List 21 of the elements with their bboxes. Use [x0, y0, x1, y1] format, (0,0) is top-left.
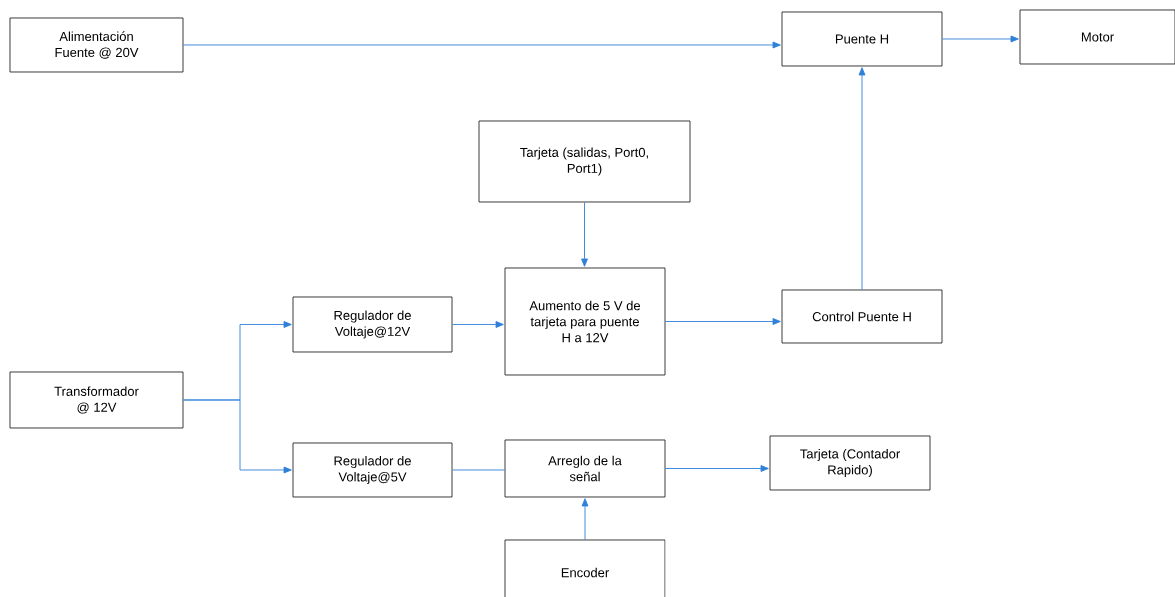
arrow [183, 399, 292, 474]
block-box: Arreglo de la señal [504, 439, 666, 498]
arrow [942, 35, 1019, 43]
arrow [581, 498, 589, 540]
block-box: Control Puente H [781, 289, 943, 344]
block-box: Tarjeta (salidas, Port0, Port1) [478, 120, 691, 203]
arrow [581, 202, 588, 267]
block-box: Tarjeta (Contador Rapido) [769, 435, 931, 491]
arrow [858, 67, 866, 290]
arrow [452, 321, 504, 328]
block-box: Transformador @ 12V [9, 371, 184, 429]
arrow [665, 465, 769, 472]
block-box: Motor [1019, 9, 1175, 65]
block-box: Regulador de Voltaje@5V [292, 442, 453, 498]
arrow [665, 318, 781, 325]
block-box: Alimentación Fuente @ 20V [9, 17, 184, 73]
block-box: Encoder [504, 539, 666, 597]
block-box: Puente H [781, 11, 943, 67]
block-box: Regulador de Voltaje@12V [292, 296, 453, 353]
arrow [183, 41, 781, 49]
block-box: Aumento de 5 V de tarjeta para puente H a 12V [504, 267, 666, 376]
